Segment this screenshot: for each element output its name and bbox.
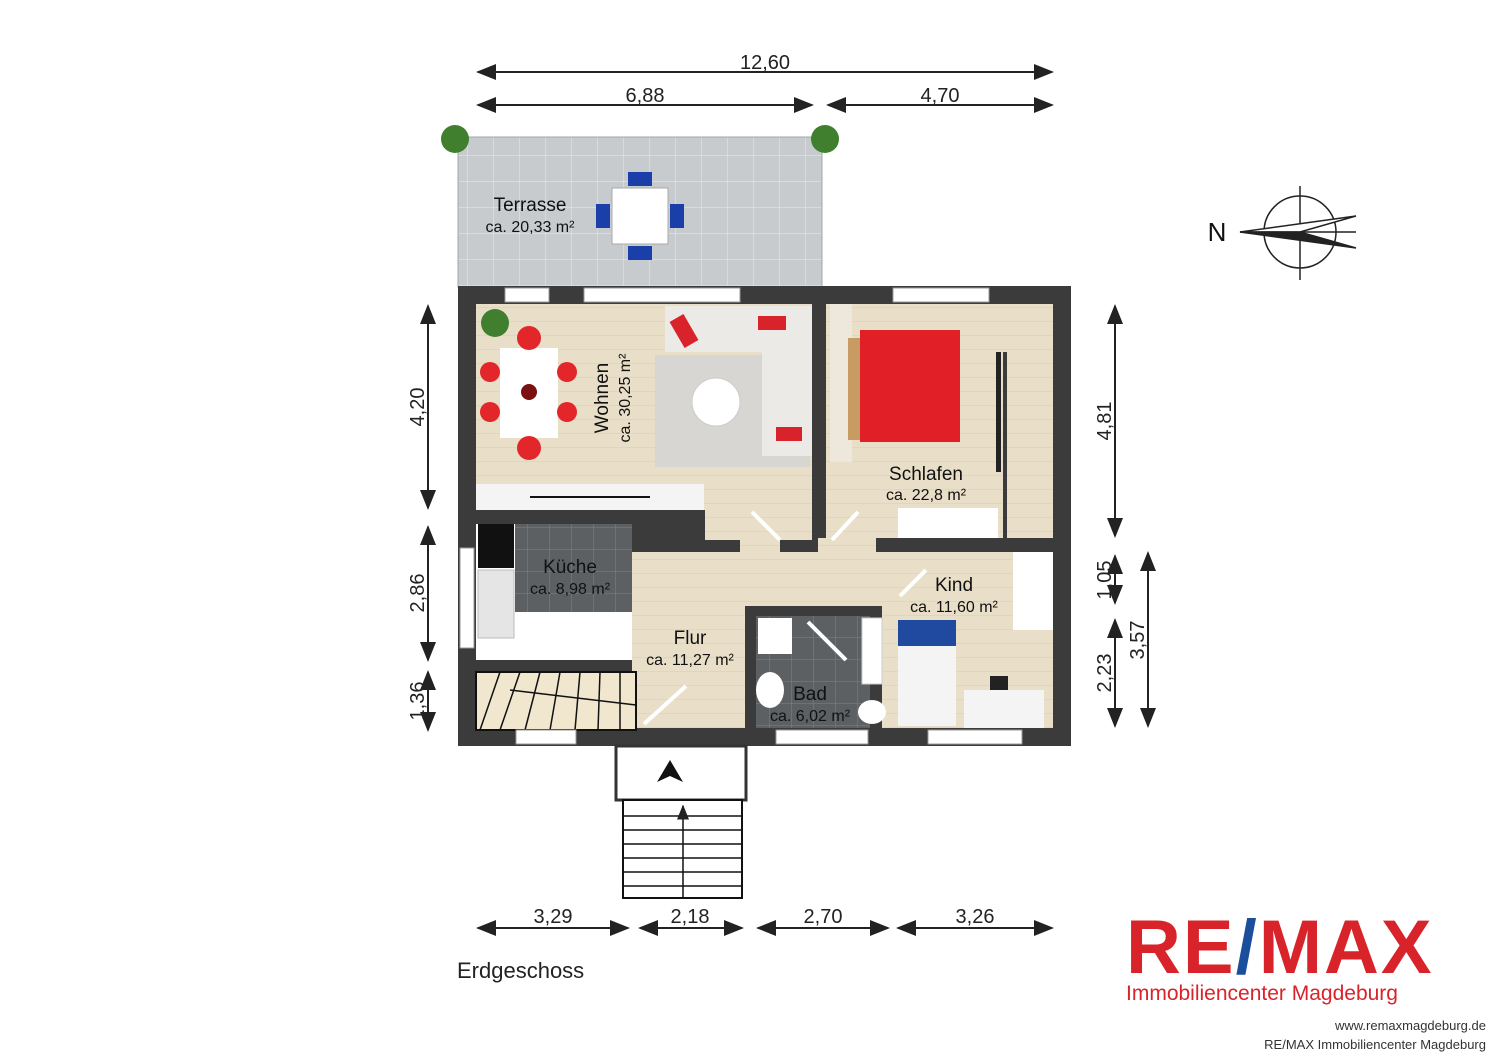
dimension-right: 4,81 xyxy=(1094,402,1116,441)
logo-subtitle: Immobiliencenter Magdeburg xyxy=(1126,982,1398,1005)
room-area-kueche: ca. 8,98 m² xyxy=(530,581,611,598)
dimension-left: 1,36 xyxy=(407,682,429,721)
dimension-right: 2,23 xyxy=(1094,654,1116,693)
doors xyxy=(642,510,928,726)
room-area-flur: ca. 11,27 m² xyxy=(646,652,734,669)
dimension-right-outer: 3,57 xyxy=(1127,621,1149,660)
dimension-bottom: 2,70 xyxy=(804,906,843,928)
room-name-kind: Kind xyxy=(935,575,973,596)
plant-icon xyxy=(481,309,509,337)
dimension-top-total: 12,60 xyxy=(740,52,790,74)
staircase xyxy=(479,671,637,731)
compass-north-label: N xyxy=(1208,217,1227,247)
dimension-bottom: 3,29 xyxy=(534,906,573,928)
dining-table-terrace xyxy=(596,172,684,260)
logo-max: MAX xyxy=(1258,905,1434,990)
compass-icon xyxy=(1239,186,1357,280)
entrance-arrow-icon xyxy=(657,760,683,782)
entrance xyxy=(614,744,748,899)
footer-website: www.remaxmagdeburg.de xyxy=(1334,1018,1486,1033)
room-area-wohnen: ca. 30,25 m² xyxy=(617,353,634,443)
room-area-kind: ca. 11,60 m² xyxy=(910,599,998,616)
floor-name: Erdgeschoss xyxy=(457,958,585,983)
logo-re: RE xyxy=(1126,905,1236,990)
footer: www.remaxmagdeburg.de RE/MAX Immobilienc… xyxy=(1264,1016,1486,1054)
dimension-left: 2,86 xyxy=(407,574,429,613)
room-name-terrasse: Terrasse xyxy=(494,195,567,216)
dimension-right: 1,05 xyxy=(1094,561,1116,600)
dimension-lines xyxy=(420,64,1156,936)
dimension-top-right: 4,70 xyxy=(921,85,960,107)
dimension-left: 4,20 xyxy=(407,388,429,427)
plant-icon xyxy=(811,125,839,153)
room-name-schlafen: Schlafen xyxy=(889,464,963,485)
logo-slash: / xyxy=(1235,905,1259,990)
room-name-kueche: Küche xyxy=(543,557,597,578)
room-name-bad: Bad xyxy=(793,684,827,705)
dimension-bottom: 3,26 xyxy=(956,906,995,928)
dimension-bottom: 2,18 xyxy=(671,906,710,928)
room-area-bad: ca. 6,02 m² xyxy=(770,708,851,725)
windows xyxy=(459,287,1023,745)
terrace xyxy=(441,125,839,288)
footer-company: RE/MAX Immobiliencenter Magdeburg xyxy=(1264,1037,1486,1052)
remax-logo: RE/MAX Immobiliencenter Magdeburg xyxy=(1126,908,1446,1006)
dimension-top-left: 6,88 xyxy=(626,85,665,107)
room-name-wohnen: Wohnen xyxy=(592,363,613,433)
room-area-terrasse: ca. 20,33 m² xyxy=(486,219,576,236)
room-area-schlafen: ca. 22,8 m² xyxy=(886,487,967,504)
plant-icon xyxy=(441,125,469,153)
room-name-flur: Flur xyxy=(674,628,707,649)
